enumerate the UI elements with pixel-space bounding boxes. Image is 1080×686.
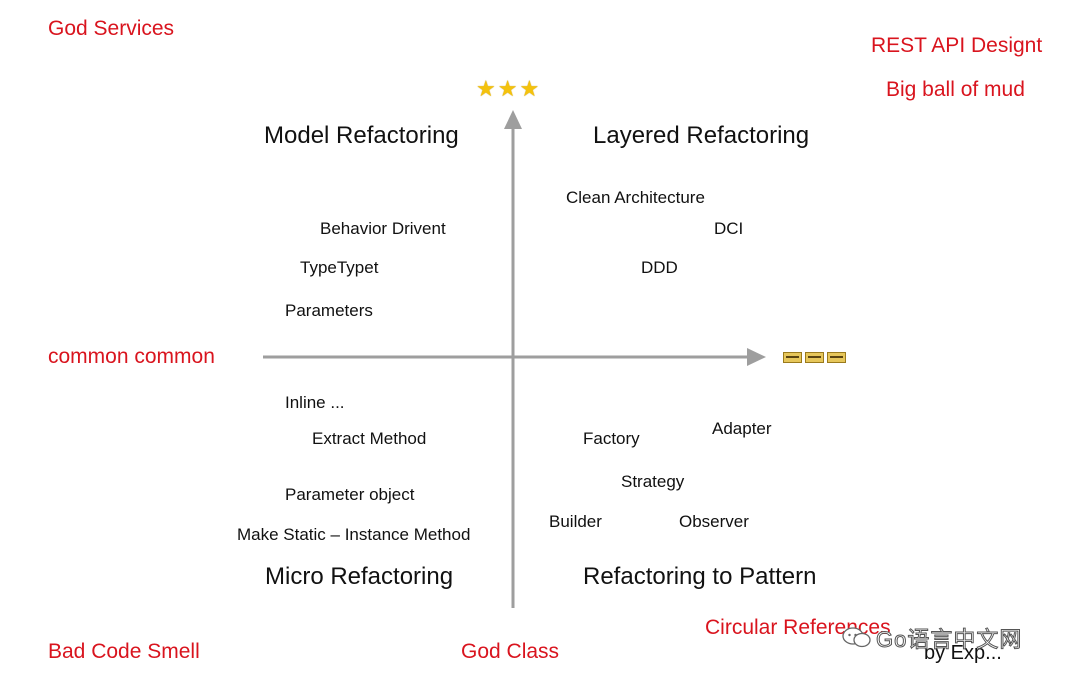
item-dci: DCI [714,219,744,238]
star-icon: ★ [497,76,518,101]
item-make-static: Make Static – Instance Method [237,525,471,544]
item-builder: Builder [549,512,602,531]
star-icon: ★ [476,76,496,101]
horizontal-axis-arrowhead [747,348,766,366]
card-icon [805,352,824,363]
item-clean-architecture: Clean Architecture [566,188,705,207]
item-extract-method: Extract Method [312,429,427,448]
label-god-class: God Class [461,640,560,663]
item-inline: Inline ... [285,393,345,412]
label-common: common common [48,345,215,368]
quadrant-title-pattern: Refactoring to Pattern [583,563,817,590]
item-parameters: Parameters [285,301,373,320]
card-icon [827,352,846,363]
quadrant-title-model: Model Refactoring [264,122,459,149]
item-parameter-object: Parameter object [285,485,415,504]
star-icon: ★ [519,76,540,101]
wechat-icon [842,627,871,648]
y-axis-stars: ★ ★ ★ [476,78,539,100]
item-observer: Observer [679,512,749,531]
item-factory: Factory [583,429,640,448]
watermark: Go语言中文网 [842,622,1022,654]
quadrant-title-layered: Layered Refactoring [593,122,810,149]
vertical-axis-arrowhead [504,110,522,129]
quadrant-title-micro: Micro Refactoring [265,563,454,590]
item-behavior-drivent: Behavior Drivent [320,219,446,238]
watermark-text: Go语言中文网 [875,627,1023,653]
label-bad-code-smell: Bad Code Smell [48,640,200,663]
item-ddd: DDD [641,258,678,277]
byline: by Exp... [924,642,1002,664]
label-god-services: God Services [48,17,175,40]
item-typetypet: TypeTypet [300,258,379,277]
item-strategy: Strategy [621,472,685,491]
label-rest-api: REST API Designt [871,34,1043,57]
label-big-ball-of-mud: Big ball of mud [886,78,1025,101]
x-axis-cards [783,352,846,363]
card-icon [783,352,802,363]
item-adapter: Adapter [712,419,772,438]
